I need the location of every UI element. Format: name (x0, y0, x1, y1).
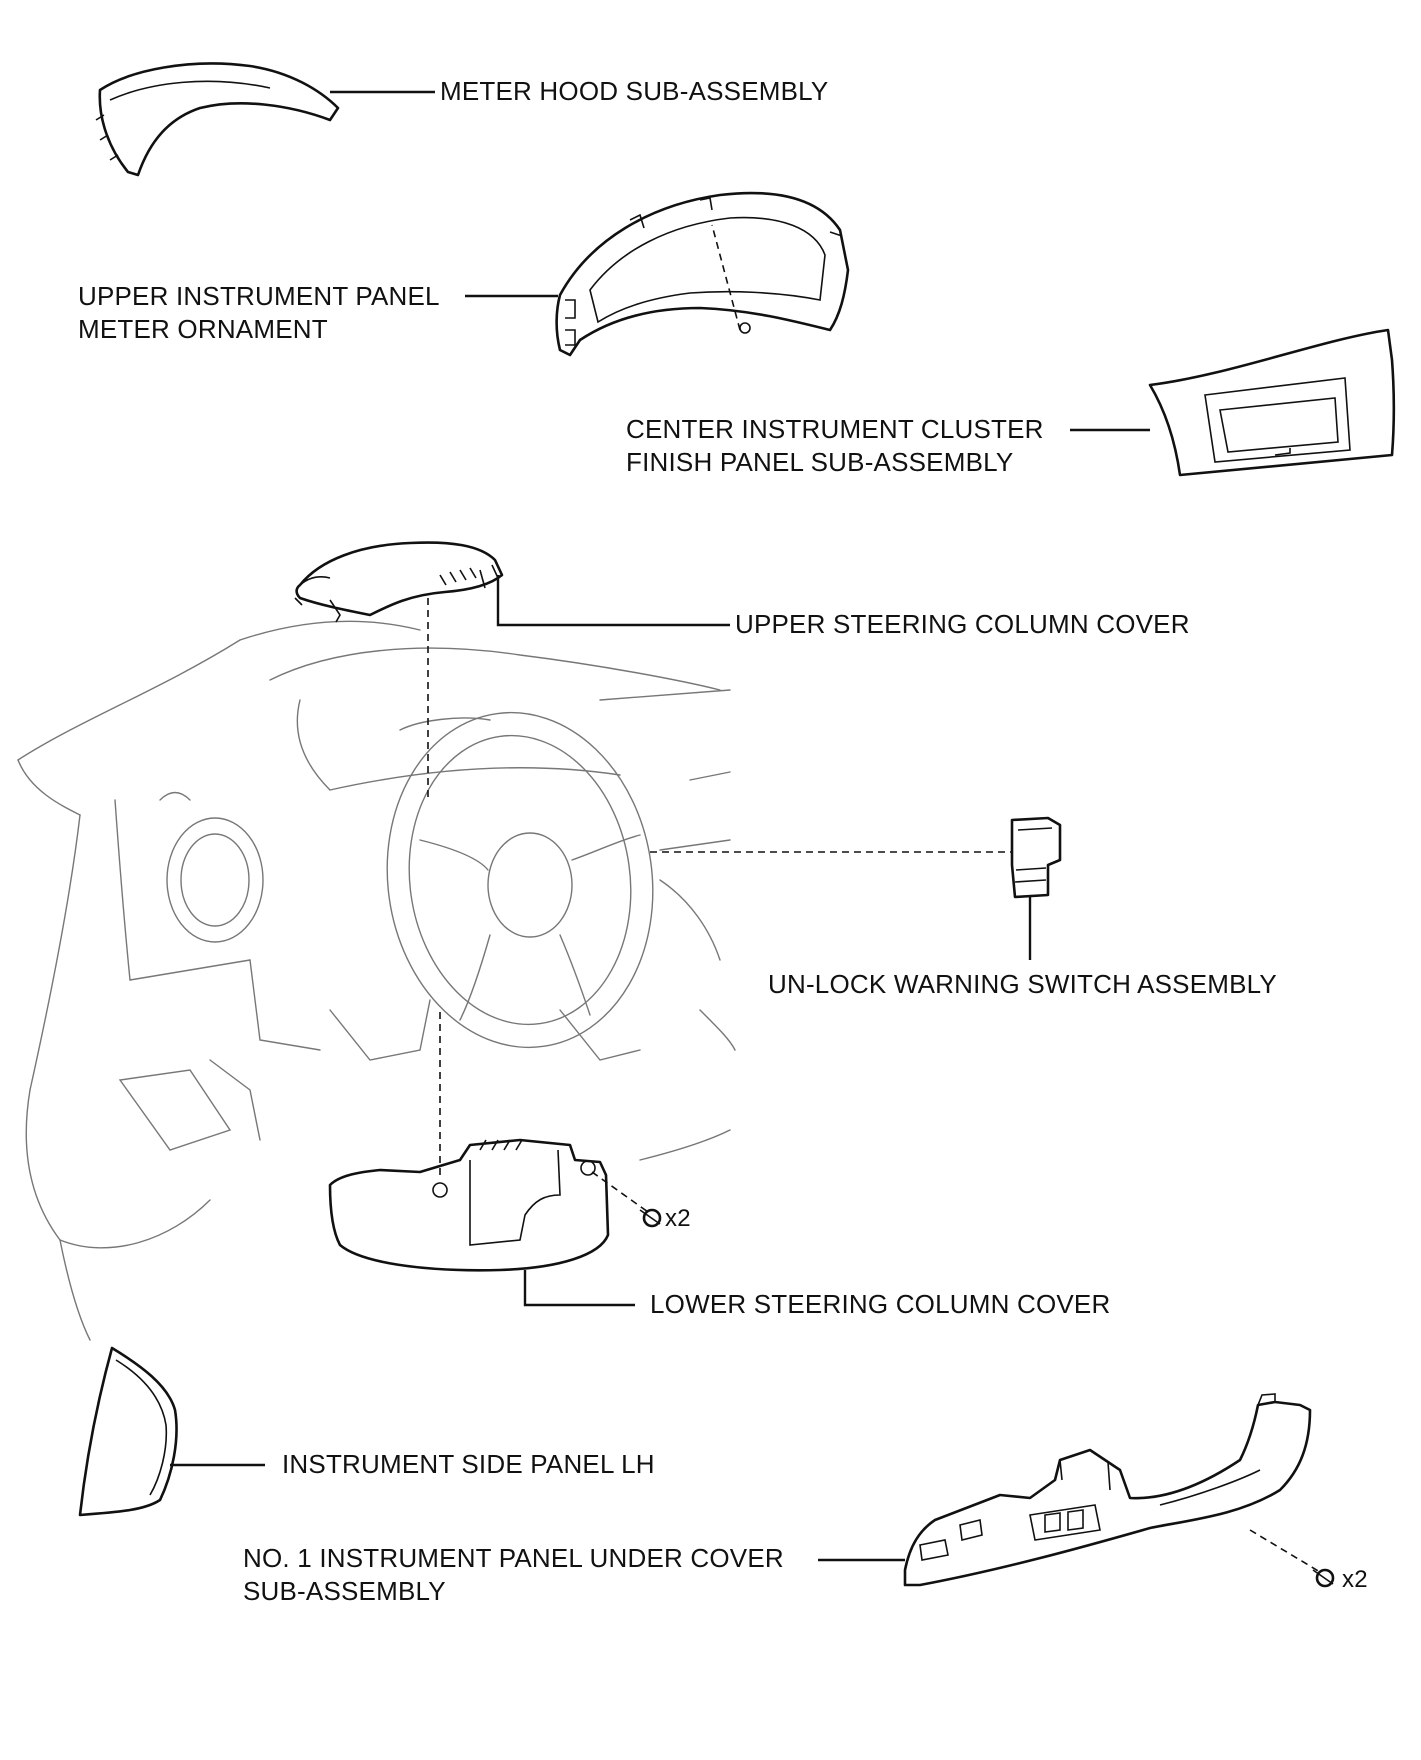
label-under-cover-line1: NO. 1 INSTRUMENT PANEL UNDER COVER (243, 1543, 784, 1573)
instrument-side-panel-lh-part (78, 1346, 178, 1517)
label-center-cluster-line2: FINISH PANEL SUB-ASSEMBLY (626, 447, 1014, 477)
under-cover-screw-dash (1249, 1529, 1321, 1573)
lower-cover-screw (639, 1208, 662, 1228)
label-meter-hood: METER HOOD SUB-ASSEMBLY (440, 76, 829, 106)
label-lower-column-cover: LOWER STEERING COLUMN COVER (650, 1289, 1111, 1319)
lower-steering-column-cover-part (328, 1138, 610, 1272)
label-upper-ip-meter-line2: METER ORNAMENT (78, 314, 328, 344)
steering-wheel (386, 711, 654, 1049)
under-cover-screw (1312, 1568, 1335, 1588)
upper-steering-column-cover-part (294, 541, 504, 623)
label-upper-ip-meter-line1: UPPER INSTRUMENT PANEL (78, 281, 440, 311)
label-side-panel-lh: INSTRUMENT SIDE PANEL LH (282, 1449, 655, 1479)
upper-cover-leader (496, 575, 730, 627)
meter-hood-part (95, 62, 340, 177)
no1-ip-under-cover-part (903, 1393, 1312, 1587)
lower-cover-leader (523, 1270, 635, 1307)
label-under-cover-line2: SUB-ASSEMBLY (243, 1576, 446, 1606)
center-cluster-finish-panel-part (1148, 328, 1396, 477)
label-upper-column-cover: UPPER STEERING COLUMN COVER (735, 609, 1190, 639)
label-unlock-switch: UN-LOCK WARNING SWITCH ASSEMBLY (768, 969, 1277, 999)
upper-ip-meter-ornament-part (555, 191, 850, 357)
meter-ornament-screw-dash (711, 224, 741, 331)
label-under-cover-qty: x2 (1342, 1566, 1368, 1593)
label-center-cluster-line1: CENTER INSTRUMENT CLUSTER (626, 414, 1044, 444)
unlock-warning-switch-part (1010, 816, 1062, 899)
dashboard-sketch (17, 620, 736, 1341)
label-lower-cover-qty: x2 (665, 1205, 691, 1232)
